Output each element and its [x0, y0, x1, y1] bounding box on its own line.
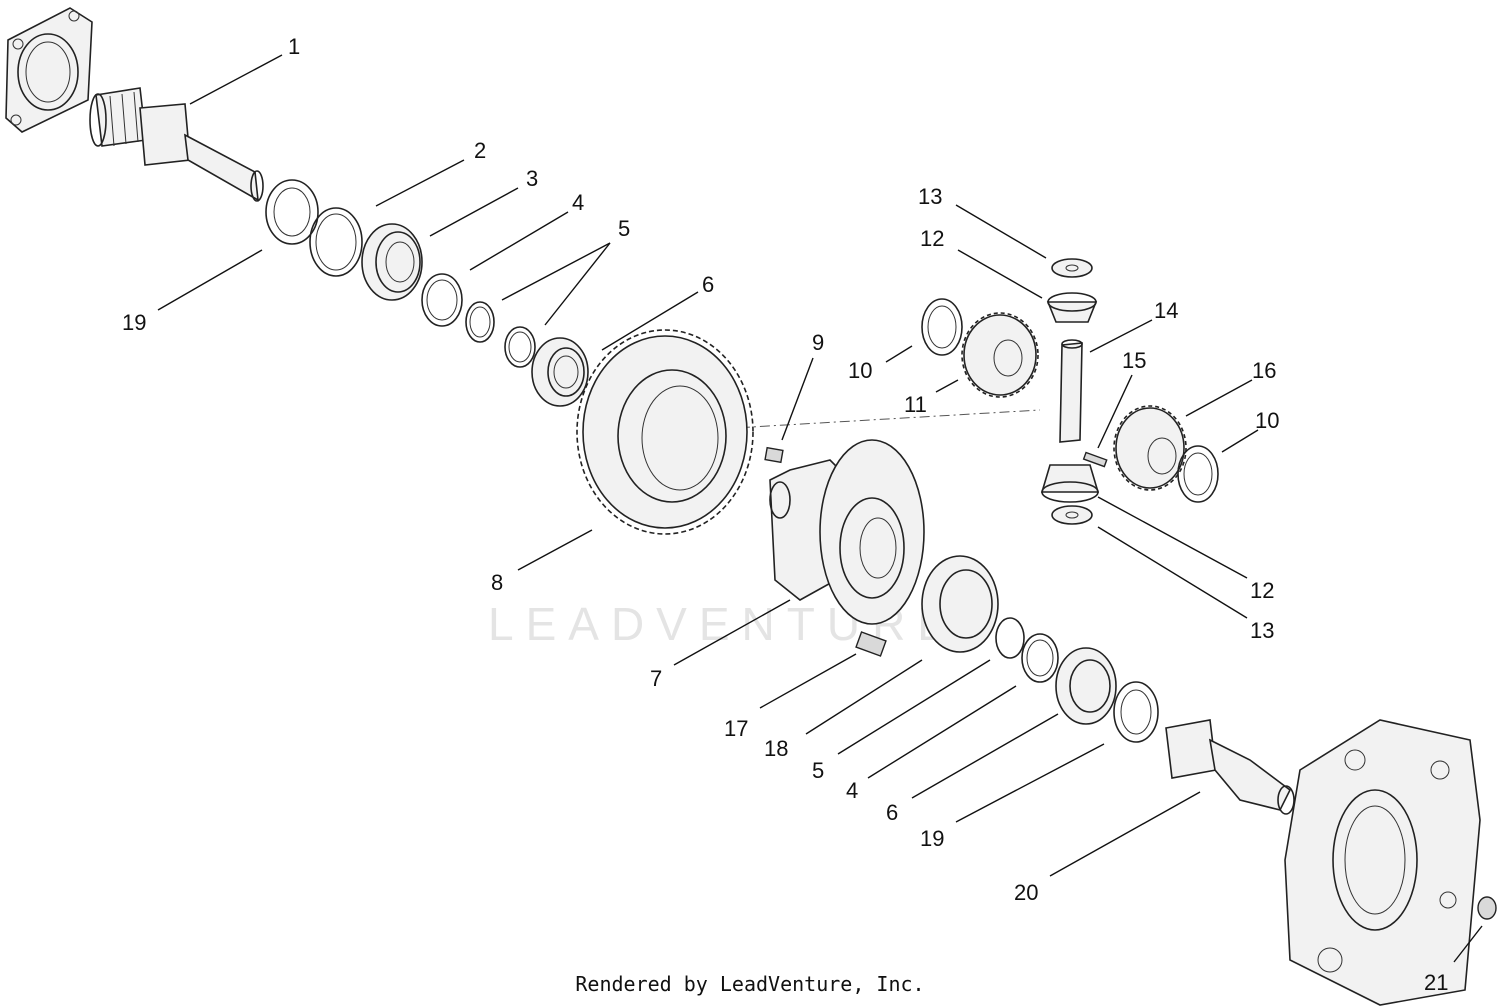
callout-6: 6: [702, 272, 714, 297]
callout-11: 11: [904, 392, 927, 417]
pinion-gear-bottom: [1040, 464, 1100, 503]
cross-shaft: [1059, 339, 1083, 443]
center-axis-line: [699, 409, 1041, 431]
callout-14: 14: [1154, 298, 1178, 323]
axle-flange-plate: [5, 7, 93, 133]
callout-16: 16: [1252, 358, 1276, 383]
pinion-washer-top: [1051, 258, 1093, 278]
callout-labels: 1 2 3 4 5 6 19 8 9 7 10 11 12 13 14 15 1…: [122, 34, 1448, 995]
callout-13: 13: [918, 184, 942, 209]
callout-1: 1: [288, 34, 300, 59]
shim-ring: [309, 207, 363, 277]
side-gear-right: [1113, 405, 1187, 491]
pinion-washer-bottom: [1051, 505, 1093, 525]
callout-6-right: 6: [886, 800, 898, 825]
cross-pin-small: [764, 446, 784, 464]
callout-17: 17: [724, 716, 748, 741]
leader-lines: [157, 54, 1483, 963]
bearing-left-outer: [361, 223, 423, 301]
callout-15: 15: [1122, 348, 1146, 373]
callout-12-bottom: 12: [1250, 578, 1274, 603]
callout-12: 12: [920, 226, 944, 251]
pinion-gear-top: [1046, 292, 1098, 323]
washer-right: [1021, 633, 1059, 683]
thrust-washer-side-gear-left: [921, 298, 963, 356]
callout-4: 4: [572, 190, 584, 215]
roll-pin: [1082, 451, 1108, 468]
thrust-washer-side-gear-right: [1177, 445, 1219, 503]
callout-13-bottom: 13: [1250, 618, 1274, 643]
plug: [1477, 896, 1497, 920]
differential-case: [769, 439, 925, 625]
callout-21: 21: [1424, 970, 1448, 995]
snap-ring-left-a: [465, 301, 495, 343]
callout-10: 10: [848, 358, 872, 383]
output-shaft: [1165, 719, 1295, 815]
seal-left: [265, 179, 319, 245]
seal-right: [1113, 681, 1159, 743]
snap-ring-left-b: [504, 326, 536, 368]
callout-5: 5: [618, 216, 630, 241]
callout-4-right: 4: [846, 778, 858, 803]
callout-3: 3: [526, 166, 538, 191]
bolt: [855, 631, 887, 657]
callout-5-right: 5: [812, 758, 824, 783]
washer-left: [421, 273, 463, 327]
snap-ring-right: [995, 617, 1025, 659]
side-gear-left: [961, 312, 1039, 398]
callout-9: 9: [812, 330, 824, 355]
callout-20: 20: [1014, 880, 1038, 905]
transaxle-housing: [1284, 719, 1481, 1006]
footer-credit: Rendered by LeadVenture, Inc.: [575, 972, 925, 996]
callout-7: 7: [650, 666, 662, 691]
callout-10-right: 10: [1255, 408, 1279, 433]
bearing-right: [1055, 647, 1117, 725]
ring-gear: [576, 329, 754, 535]
callout-19: 19: [122, 310, 146, 335]
callout-18: 18: [764, 736, 788, 761]
bearing-left: [531, 337, 589, 407]
bearing-right-inner: [921, 555, 999, 653]
callout-2: 2: [474, 138, 486, 163]
axle-shaft: [89, 87, 264, 202]
callout-8: 8: [491, 570, 503, 595]
callout-19-right: 19: [920, 826, 944, 851]
